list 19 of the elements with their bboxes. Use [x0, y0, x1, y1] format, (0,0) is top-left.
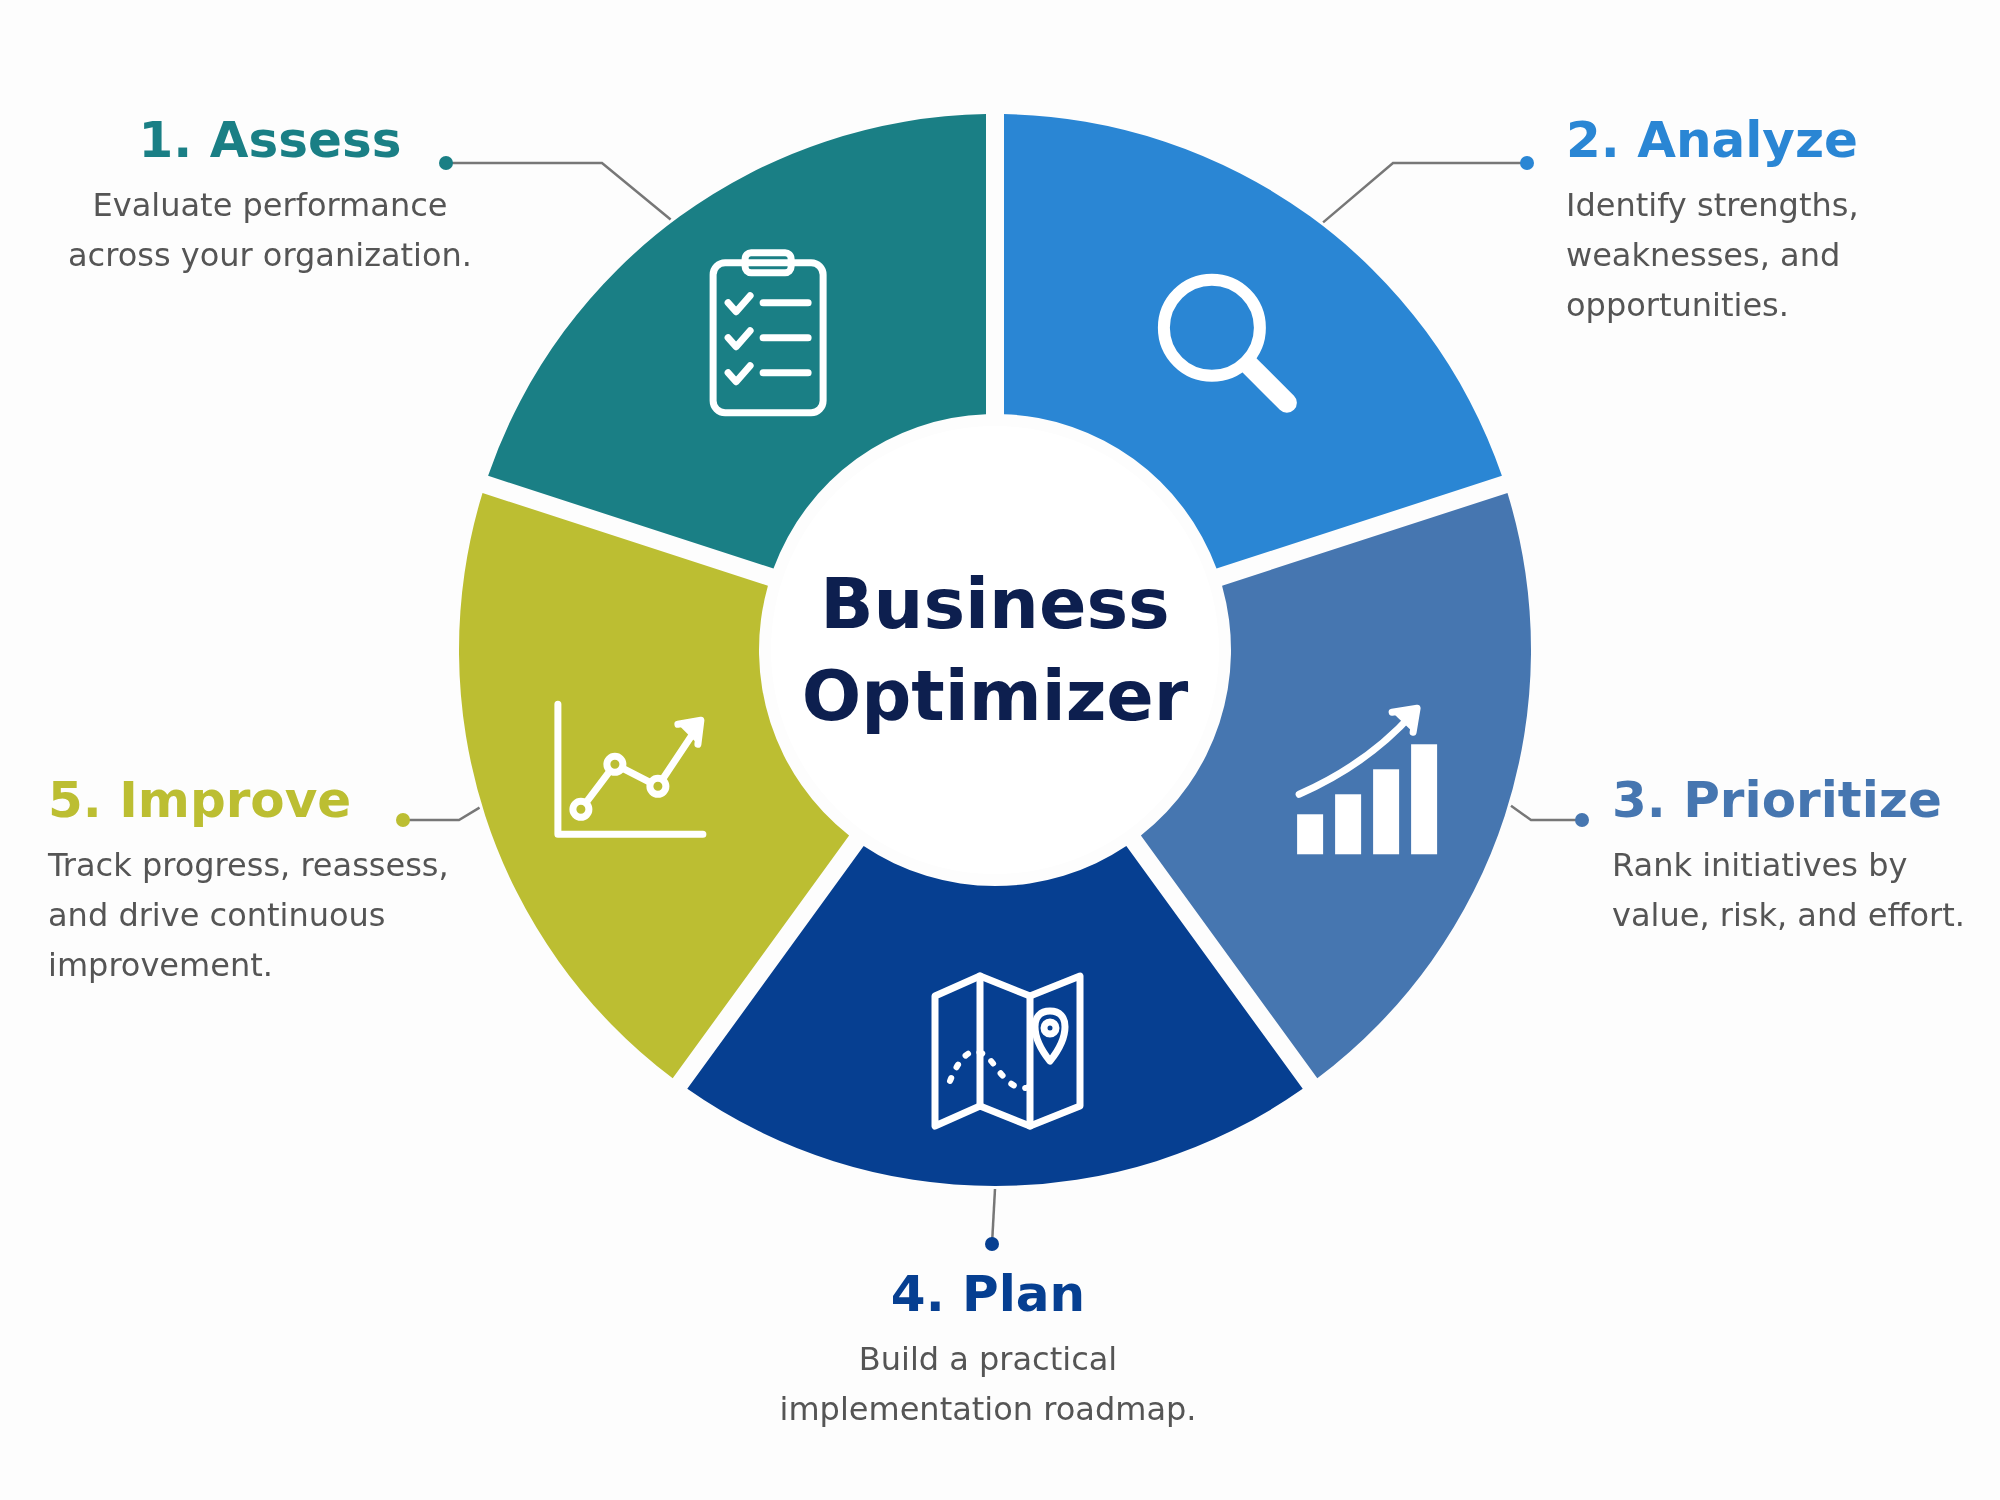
- leader-line: [1510, 804, 1589, 827]
- step-heading: 5. Improve: [48, 770, 352, 831]
- ring-segment: [1004, 114, 1502, 569]
- step-heading: 3. Prioritize: [1612, 770, 1942, 831]
- leader-line: [985, 1188, 999, 1251]
- step-description: Build a practical implementation roadmap.: [778, 1339, 1198, 1430]
- leader-line: [396, 806, 481, 827]
- step-description: Identify strengths, weaknesses, and opportunities.: [1566, 185, 1860, 326]
- step-heading: 2. Analyze: [1566, 110, 1858, 171]
- leader-line: [1322, 156, 1534, 224]
- step-description: Rank initiatives by value, risk, and effort.: [1612, 845, 1966, 936]
- center-title: Business Optimizer: [800, 562, 1190, 739]
- step-heading: 4. Plan: [890, 1264, 1086, 1325]
- leader-line: [439, 156, 672, 221]
- ring-segment: [488, 114, 986, 569]
- step-description: Track progress, reassess, and drive continuous improvement.: [48, 845, 450, 986]
- step-heading: 1. Assess: [138, 110, 402, 171]
- ring-segment: [687, 846, 1303, 1186]
- step-description: Evaluate performance across your organization.: [67, 185, 473, 276]
